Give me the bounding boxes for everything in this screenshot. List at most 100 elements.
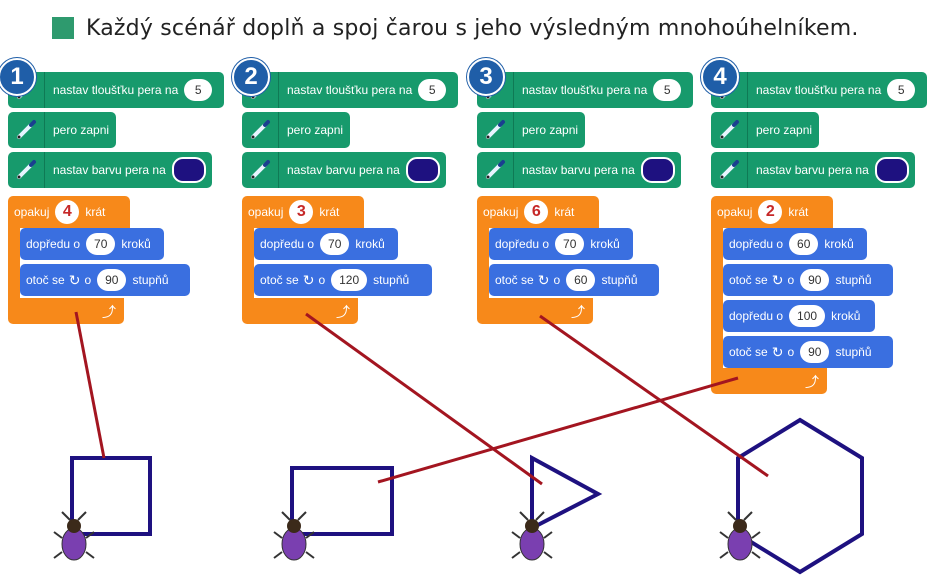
block-label: o: [787, 273, 795, 287]
pen-color-swatch[interactable]: [405, 157, 440, 183]
block-label: otoč se: [729, 273, 768, 287]
block-label: nastav tloušťku pera na: [53, 83, 179, 97]
set-pen-color-block[interactable]: nastav barvu pera na: [711, 152, 915, 188]
script-4: 4 nastav tloušťku pera na 5 pero zapni n…: [701, 58, 935, 440]
script-1: 1 nastav tloušťku pera na 5 pero zapni n…: [0, 58, 238, 440]
set-pen-size-block[interactable]: nastav tloušťku pera na 5: [477, 72, 693, 108]
pen-down-block[interactable]: pero zapni: [8, 112, 116, 148]
beetle-icon: [273, 511, 315, 561]
steps-input[interactable]: 60: [789, 233, 819, 255]
turn-right-block[interactable]: otoč se ↻ o 60 stupňů: [489, 264, 659, 296]
repeat-count-input[interactable]: 2: [758, 200, 783, 224]
pen-size-input[interactable]: 5: [887, 79, 916, 101]
degrees-input[interactable]: 90: [97, 269, 127, 291]
times-label: krát: [85, 205, 106, 219]
turn-right-block[interactable]: otoč se ↻ o 90 stupňů: [723, 264, 893, 296]
turn-right-block[interactable]: otoč se ↻ o 120 stupňů: [254, 264, 432, 296]
repeat-block-end: ⤴: [242, 298, 358, 324]
block-label: otoč se: [260, 273, 299, 287]
connector-line-3: [539, 314, 769, 478]
degrees-input[interactable]: 60: [566, 269, 596, 291]
pen-color-swatch[interactable]: [874, 157, 909, 183]
block-label: o: [84, 273, 92, 287]
repeat-block-side: [477, 228, 489, 298]
steps-input[interactable]: 70: [86, 233, 116, 255]
block-label: nastav tloušťku pera na: [287, 83, 413, 97]
square-shape: [70, 456, 152, 536]
turn-right-block[interactable]: otoč se ↻ o 90 stupňů: [20, 264, 190, 296]
steps-input[interactable]: 70: [555, 233, 585, 255]
repeat-block[interactable]: opakuj 4 krát: [8, 196, 130, 228]
beetle-icon: [511, 511, 553, 561]
pen-color-swatch[interactable]: [640, 157, 675, 183]
set-pen-color-block[interactable]: nastav barvu pera na: [242, 152, 446, 188]
steps-input[interactable]: 70: [320, 233, 350, 255]
block-label: dopředu o: [26, 237, 81, 251]
set-pen-color-block[interactable]: nastav barvu pera na: [8, 152, 212, 188]
block-label: dopředu o: [260, 237, 315, 251]
pen-size-input[interactable]: 5: [653, 79, 682, 101]
set-pen-size-block[interactable]: nastav tloušťku pera na 5: [711, 72, 927, 108]
move-forward-block[interactable]: dopředu o 70 kroků: [254, 228, 398, 260]
block-label: nastav barvu pera na: [53, 163, 166, 177]
block-label: nastav barvu pera na: [287, 163, 400, 177]
turn-right-icon: ↻: [771, 343, 784, 360]
repeat-block[interactable]: opakuj 2 krát: [711, 196, 833, 228]
block-label: dopředu o: [495, 237, 550, 251]
block-label: o: [318, 273, 326, 287]
loop-arrow-icon: ⤴: [571, 304, 585, 320]
block-label: o: [553, 273, 561, 287]
move-forward-block[interactable]: dopředu o 70 kroků: [20, 228, 164, 260]
steps-input[interactable]: 100: [789, 305, 826, 327]
instruction-header: Každý scénář doplň a spoj čarou s jeho v…: [52, 10, 859, 46]
block-label: kroků: [824, 237, 854, 251]
repeat-block[interactable]: opakuj 3 krát: [242, 196, 364, 228]
move-forward-block[interactable]: dopředu o 60 kroků: [723, 228, 867, 260]
instruction-text: Každý scénář doplň a spoj čarou s jeho v…: [86, 15, 859, 41]
move-forward-block[interactable]: dopředu o 70 kroků: [489, 228, 633, 260]
pen-down-block[interactable]: pero zapni: [242, 112, 350, 148]
turn-right-block[interactable]: otoč se ↻ o 90 stupňů: [723, 336, 893, 368]
set-pen-color-block[interactable]: nastav barvu pera na: [477, 152, 681, 188]
block-label: o: [787, 345, 795, 359]
pen-icon: [720, 160, 739, 179]
repeat-block[interactable]: opakuj 6 krát: [477, 196, 599, 228]
block-label: nastav barvu pera na: [522, 163, 635, 177]
move-forward-block[interactable]: dopředu o 100 kroků: [723, 300, 875, 332]
connector-line-1: [74, 311, 106, 459]
turn-right-icon: ↻: [302, 271, 315, 288]
repeat-count-input[interactable]: 6: [524, 200, 549, 224]
block-label: pero zapni: [287, 123, 344, 137]
hexagon-shape: [736, 417, 864, 575]
pen-size-input[interactable]: 5: [184, 79, 213, 101]
pen-color-swatch[interactable]: [171, 157, 206, 183]
block-label: stupňů: [601, 273, 638, 287]
pen-down-block[interactable]: pero zapni: [477, 112, 585, 148]
repeat-count-input[interactable]: 4: [55, 200, 80, 224]
connector-line-2: [305, 312, 543, 486]
repeat-label: opakuj: [717, 205, 753, 219]
degrees-input[interactable]: 120: [331, 269, 368, 291]
block-label: stupňů: [835, 345, 872, 359]
connector-line-4: [377, 376, 739, 484]
script-number-badge: 4: [701, 58, 739, 96]
times-label: krát: [554, 205, 575, 219]
block-label: dopředu o: [729, 237, 784, 251]
pen-icon: [17, 160, 36, 179]
block-label: nastav tloušťku pera na: [756, 83, 882, 97]
repeat-label: opakuj: [483, 205, 519, 219]
block-label: nastav tloušťku pera na: [522, 83, 648, 97]
pen-size-input[interactable]: 5: [418, 79, 447, 101]
repeat-block-side: [242, 228, 254, 298]
set-pen-size-block[interactable]: nastav tloušťku pera na 5: [242, 72, 458, 108]
repeat-count-input[interactable]: 3: [289, 200, 314, 224]
degrees-input[interactable]: 90: [800, 269, 830, 291]
script-number-badge: 3: [467, 58, 505, 96]
degrees-input[interactable]: 90: [800, 341, 830, 363]
pen-icon: [486, 120, 505, 139]
repeat-block-side: [711, 228, 723, 368]
pen-down-block[interactable]: pero zapni: [711, 112, 819, 148]
times-label: krát: [319, 205, 340, 219]
pen-icon: [251, 120, 270, 139]
